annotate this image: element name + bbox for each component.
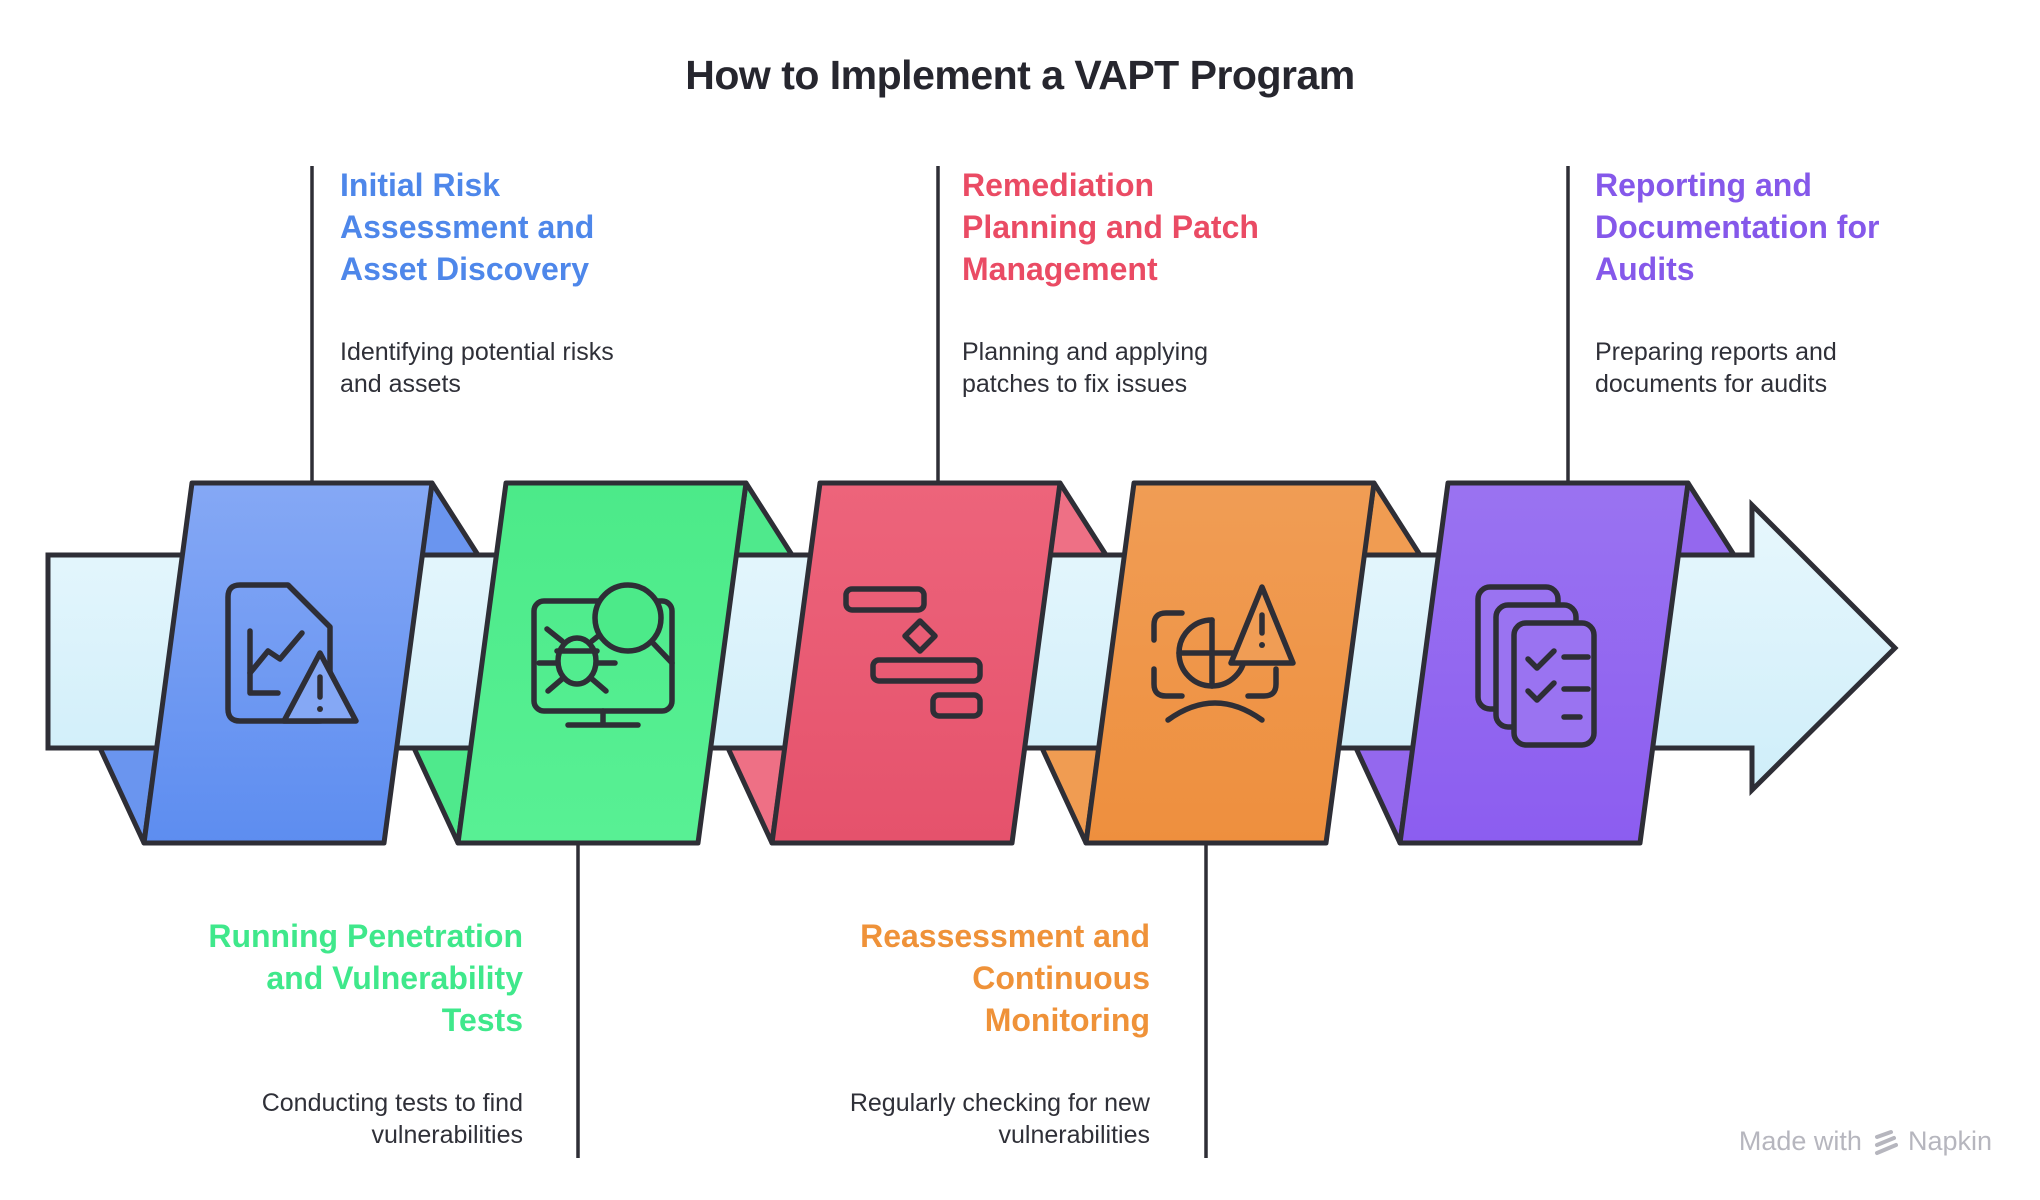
watermark-brand: Napkin — [1907, 1126, 1992, 1156]
step-3-heading: Remediation Planning and Patch Managemen… — [962, 167, 1259, 287]
step-label-3: Remediation Planning and Patch Managemen… — [962, 164, 1342, 400]
watermark-prefix: Made with — [1738, 1126, 1862, 1156]
risk-report-warning-icon — [225, 582, 359, 724]
monitor-pie-warning-icon — [1151, 584, 1296, 723]
banner-step-3 — [725, 480, 1109, 846]
step-3-description: Planning and applying patches to fix iss… — [962, 338, 1209, 398]
step-label-1: Initial Risk Assessment and Asset Discov… — [340, 164, 720, 400]
step-4-heading: Reassessment and Continuous Monitoring — [860, 918, 1150, 1038]
napkin-watermark: Made with Napkin — [1739, 1126, 1992, 1157]
step-5-heading: Reporting and Documentation for Audits — [1595, 167, 1880, 287]
banner-step-5 — [1353, 480, 1737, 846]
napkin-logo-icon — [1874, 1129, 1898, 1155]
step-1-description: Identifying potential risks and assets — [340, 338, 614, 398]
step-2-heading: Running Penetration and Vulnerability Te… — [208, 918, 523, 1038]
step-2-description: Conducting tests to find vulnerabilities — [261, 1089, 523, 1149]
step-label-2: Running Penetration and Vulnerability Te… — [63, 915, 523, 1151]
bug-scan-monitor-icon — [531, 582, 675, 728]
connector-lines — [310, 166, 1570, 1158]
step-1-heading: Initial Risk Assessment and Asset Discov… — [340, 167, 595, 287]
step-5-description: Preparing reports and documents for audi… — [1595, 338, 1837, 398]
banner-step-4 — [1039, 480, 1423, 846]
step-4-description: Regularly checking for new vulnerabiliti… — [849, 1089, 1150, 1149]
banner-step-1 — [97, 480, 481, 846]
page-title: How to Implement a VAPT Program — [685, 52, 1355, 98]
banner-step-2 — [411, 480, 795, 846]
gantt-plan-icon — [843, 586, 983, 719]
stacked-docs-checklist-icon — [1475, 584, 1597, 748]
step-label-5: Reporting and Documentation for Audits P… — [1595, 164, 1975, 400]
step-label-4: Reassessment and Continuous Monitoring R… — [690, 915, 1150, 1151]
